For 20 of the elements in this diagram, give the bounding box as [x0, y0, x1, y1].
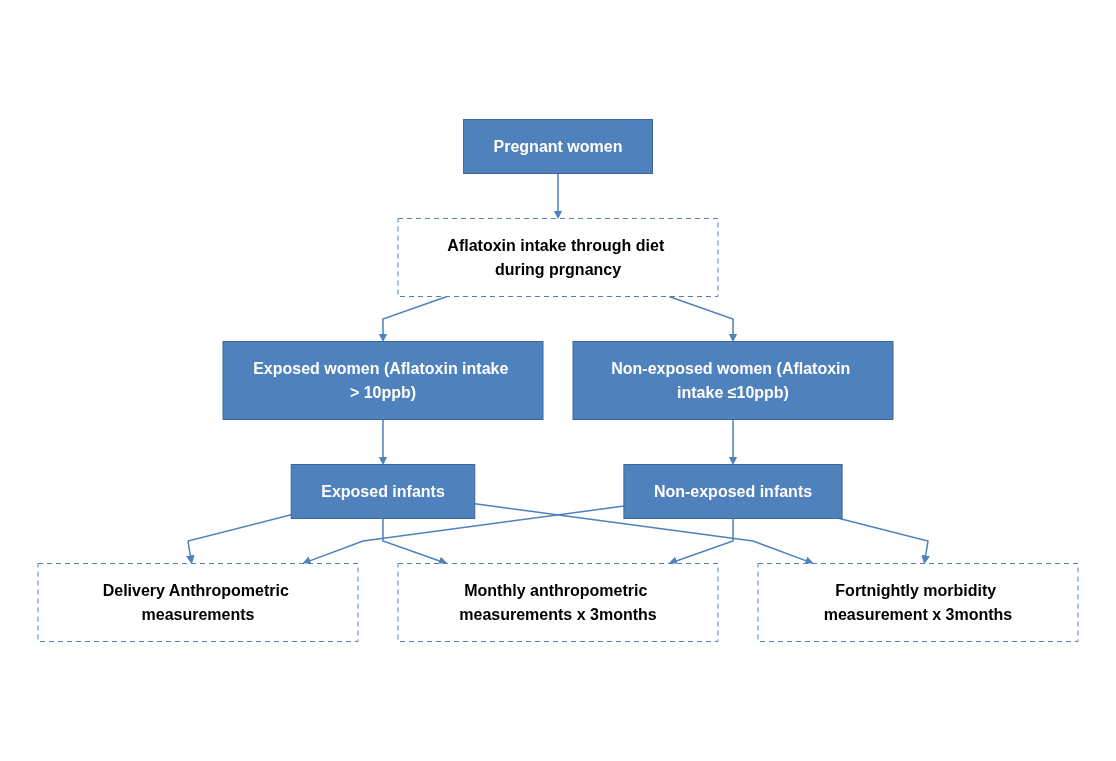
arrow: [668, 517, 734, 565]
arrow: [474, 503, 814, 565]
node-box: Non-exposed infants: [623, 464, 843, 519]
arrow: [838, 517, 930, 564]
node-box: Aflatoxin intake through diet during prgnancy: [397, 218, 719, 297]
arrow: [378, 418, 388, 465]
node-box: Non-exposed women (Aflatoxin intake ≤10ppb): [572, 341, 894, 420]
node-box: Monthly anthropometric measurements x 3months: [397, 563, 719, 642]
node-box: Pregnant women: [463, 119, 653, 174]
arrow: [728, 418, 738, 465]
arrow: [378, 295, 448, 342]
node-box: Exposed women (Aflatoxin intake > 10ppb): [222, 341, 544, 420]
node-box: Exposed infants: [290, 464, 476, 519]
arrow: [302, 505, 625, 565]
arrow: [186, 514, 292, 564]
node-box: Fortnightly morbidity measurement x 3months: [757, 563, 1079, 642]
arrow: [553, 172, 563, 219]
arrow: [382, 517, 448, 565]
arrow: [668, 295, 738, 342]
node-box: Delivery Anthropometric measurements: [37, 563, 359, 642]
